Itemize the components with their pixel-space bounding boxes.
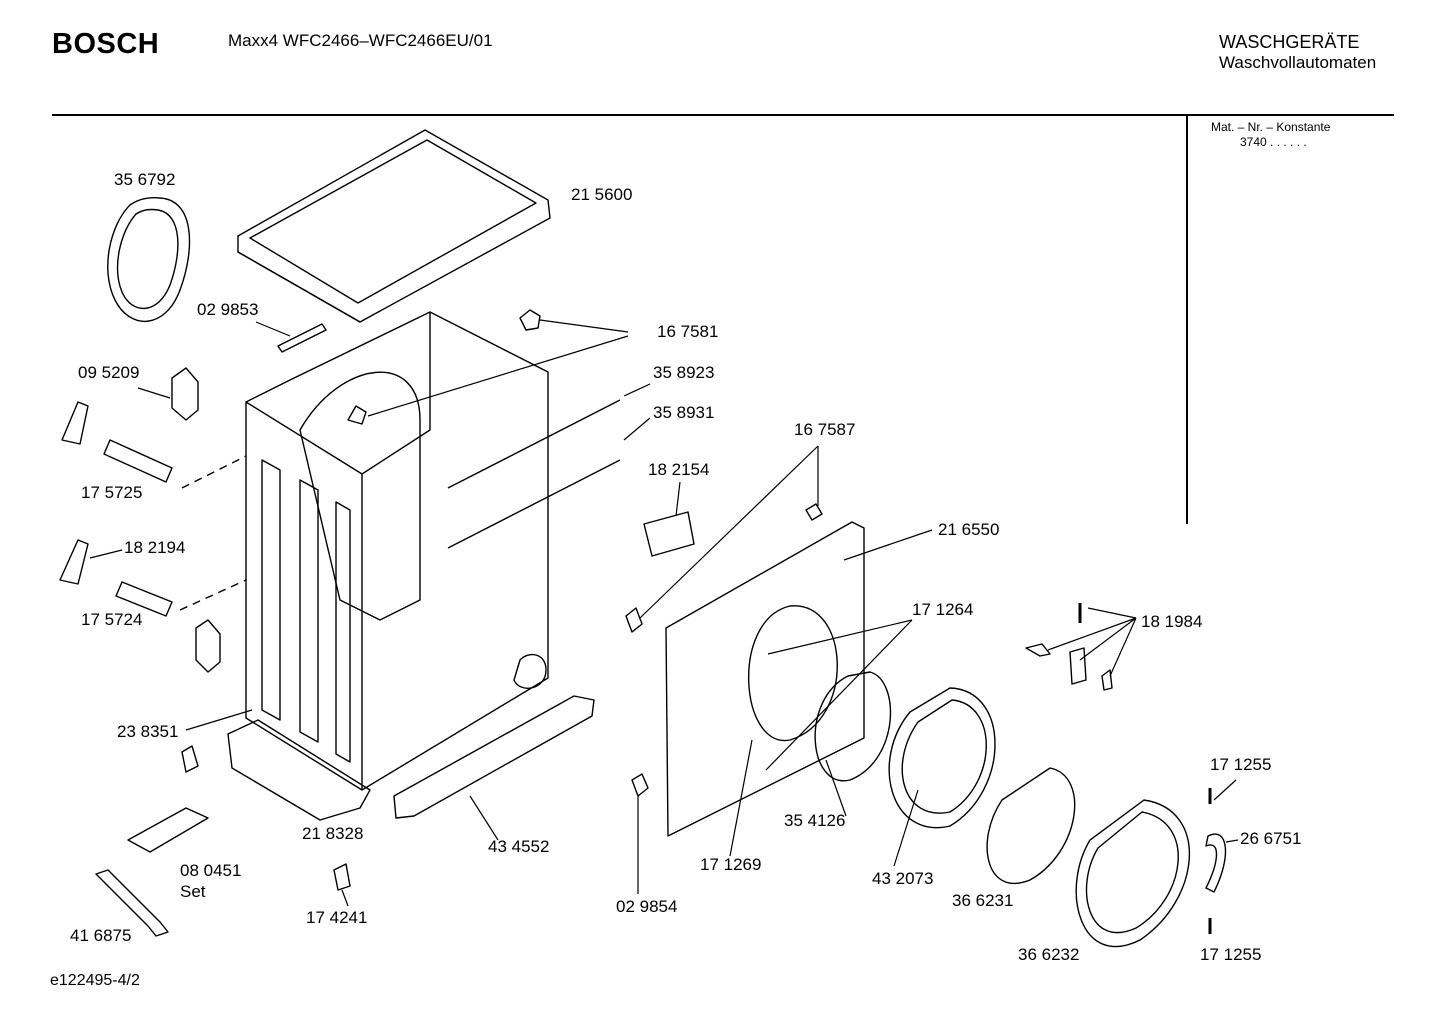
part-167581-clip <box>519 309 541 331</box>
part-label: 36 6231 <box>952 891 1014 910</box>
part-label: 17 1255 <box>1210 755 1272 774</box>
part-label: 43 4552 <box>488 837 550 856</box>
part-label: 09 5209 <box>78 363 140 382</box>
part-266751-handle <box>1205 833 1227 893</box>
mat-number-label: Mat. – Nr. – Konstante <box>1211 120 1331 134</box>
part-label: 02 9853 <box>197 300 259 319</box>
part-182154-lock <box>643 511 695 557</box>
part-215600-top-cover <box>237 129 551 323</box>
part-354126-glass <box>814 671 892 782</box>
part-label: 21 8328 <box>302 824 364 843</box>
part-175724-shock <box>115 581 173 617</box>
part-label: Set <box>180 882 206 901</box>
part-175725-shock <box>103 439 173 483</box>
part-label: 43 2073 <box>872 869 934 888</box>
part-label: 18 1984 <box>1141 612 1203 631</box>
part-label: 21 6550 <box>938 520 1000 539</box>
part-416875-wrench <box>95 869 169 937</box>
part-366232-outer-ring <box>1075 799 1190 948</box>
part-label: 35 8923 <box>653 363 715 382</box>
part-029853-strip <box>277 323 327 353</box>
part-label: 41 6875 <box>70 926 132 945</box>
part-174241-screw-upper <box>181 745 199 773</box>
part-216550-front-panel <box>665 521 865 837</box>
category-title: WASCHGERÄTE <box>1219 32 1360 52</box>
part-167587-clip <box>805 503 823 521</box>
part-label: 17 1255 <box>1200 945 1262 964</box>
part-095209-bracket-lower <box>195 619 221 673</box>
part-181984-hinge <box>1025 643 1113 691</box>
part-432073-door-frame <box>888 687 996 829</box>
part-label: 26 6751 <box>1240 829 1302 848</box>
part-label: 35 8931 <box>653 403 715 422</box>
part-080451-set <box>127 807 209 853</box>
part-label: 18 2154 <box>648 460 710 479</box>
shock-guide-lines <box>179 455 247 611</box>
part-167587-clip-lower <box>625 607 643 633</box>
brand-logo: BOSCH <box>52 28 160 60</box>
part-label: 16 7587 <box>794 420 856 439</box>
part-434552-plinth <box>393 695 595 819</box>
part-182194-plate-upper <box>61 401 89 445</box>
part-label: 35 4126 <box>784 811 846 830</box>
part-182194-plate <box>59 539 89 585</box>
part-label: 35 6792 <box>114 170 176 189</box>
part-label: 16 7581 <box>657 322 719 341</box>
part-label: 17 5724 <box>81 610 143 629</box>
part-029854-clip <box>631 773 649 797</box>
part-label: 08 0451 <box>180 861 242 880</box>
part-174241-screw <box>333 863 351 891</box>
header-divider <box>52 114 1394 116</box>
part-095209-bracket <box>171 367 199 421</box>
part-label: 17 1264 <box>912 600 974 619</box>
part-label: 17 4241 <box>306 908 368 927</box>
part-167581-clip-inner <box>347 405 367 425</box>
part-label: 21 5600 <box>571 185 633 204</box>
drawing-code: e122495-4/2 <box>50 972 140 989</box>
part-label: 36 6232 <box>1018 945 1080 964</box>
part-label: 18 2194 <box>124 538 186 557</box>
mat-number-value: 3740 . . . . . . <box>1240 135 1307 149</box>
part-218328-base <box>227 719 371 821</box>
part-label: 17 5725 <box>81 483 143 502</box>
side-divider <box>1186 116 1188 524</box>
part-label: 23 8351 <box>117 722 179 741</box>
part-366231-inner-ring <box>986 767 1076 884</box>
part-238351-cabinet <box>245 311 621 791</box>
part-label: 17 1269 <box>700 855 762 874</box>
part-356792-seal <box>107 196 191 323</box>
part-label: 02 9854 <box>616 897 678 916</box>
leader-lines <box>89 319 1239 907</box>
category-subtitle: Waschvollautomaten <box>1219 53 1377 72</box>
model-title: Maxx4 WFC2466–WFC2466EU/01 <box>228 31 493 50</box>
